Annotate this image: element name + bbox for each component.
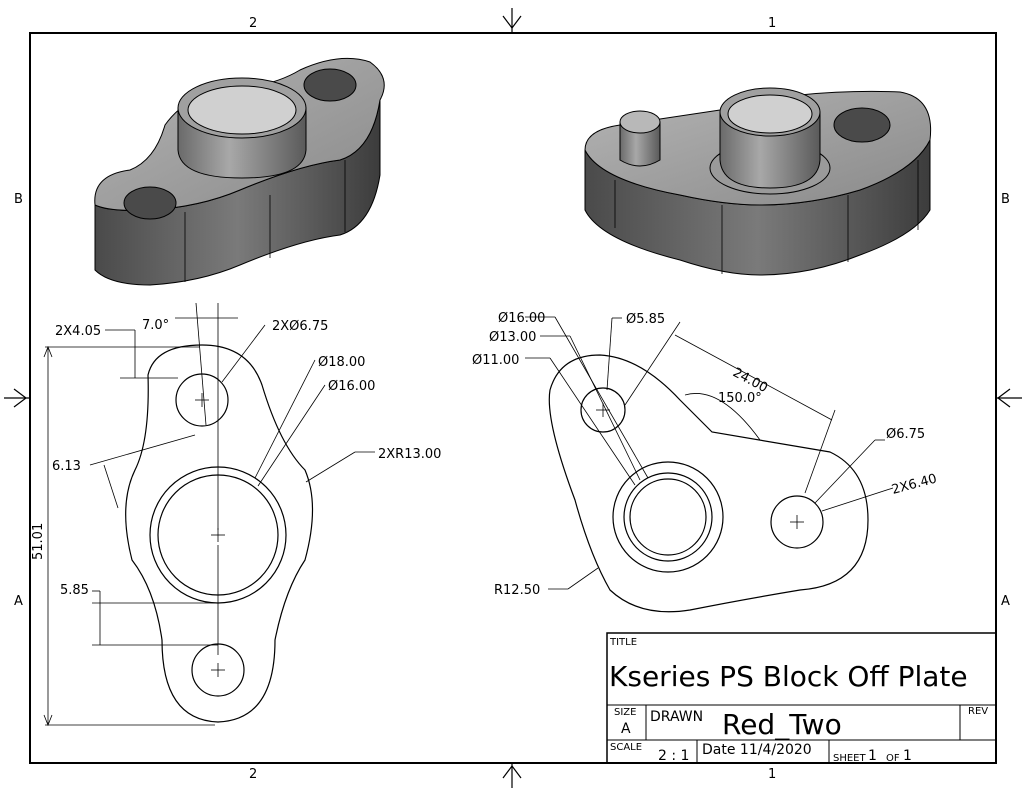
iso-left-boss-bore [187,85,297,135]
iso-view-right [584,87,932,276]
dim-od16: Ø16.00 [328,379,375,394]
right-center-marks [596,403,804,529]
right-hole [770,495,824,549]
scale-label: SCALE [610,742,642,753]
iso-left-hole-1 [123,186,177,220]
title-label: TITLE [609,637,637,648]
dim-150: 150.0° [718,391,762,406]
centering-arrow-bottom [502,763,522,788]
iso-view-left [94,57,385,286]
dim-d675: Ø6.75 [886,427,925,442]
drawn-value: Red_Two [722,708,842,741]
left-outline [125,344,314,723]
title-block [606,632,997,764]
zone-label-left-b: B [14,192,23,207]
zone-label-left-a: A [14,594,23,609]
zone-label-bottom-2: 2 [249,767,257,782]
iso-right-pin-top [619,110,661,134]
dim-d585: Ø5.85 [626,312,665,327]
size-label: SIZE [614,707,636,718]
scale-value: 2 : 1 [658,748,689,764]
rev-label: REV [968,706,988,717]
dim-613: 6.13 [52,459,81,474]
dim-angle-7: 7.0° [142,318,169,333]
right-dimension-lines [525,316,894,590]
ortho-view-left: 2X4.05 7.0° 2XØ6.75 Ø18.00 Ø16.00 6.13 2… [31,302,441,727]
iso-right-boss-bore [727,94,813,134]
dim-r1250: R12.50 [494,583,540,598]
dim-d13: Ø13.00 [489,330,536,345]
zone-label-right-a: A [1001,594,1010,609]
of-label: OF [886,753,900,764]
dim-640: 2X6.40 [890,471,938,497]
right-bore-3 [629,478,707,556]
ortho-view-right: Ø16.00 Ø13.00 Ø11.00 Ø5.85 24.00 150.0° … [472,311,939,613]
centering-arrow-top [502,8,522,33]
dim-5101: 51.01 [31,523,46,560]
size-value: A [621,721,631,737]
dim-2x405: 2X4.05 [55,324,101,339]
zone-label-top-1: 1 [768,16,776,31]
date-value: Date 11/4/2020 [702,742,812,758]
zone-label-right-b: B [1001,192,1010,207]
of-value: 1 [903,748,912,764]
iso-left-hole-2 [303,68,357,102]
iso-right-pin [619,121,661,167]
dim-od18: Ø18.00 [318,355,365,370]
right-bore-1 [612,461,724,573]
drawing-title: Kseries PS Block Off Plate [609,660,968,693]
dim-585-left: 5.85 [60,583,89,598]
centering-arrow-right [996,388,1022,408]
left-dimension-lines [43,317,375,727]
dim-2x-hole: 2XØ6.75 [272,319,328,334]
zone-label-top-2: 2 [249,16,257,31]
drawn-label: DRAWN [650,709,703,725]
right-pin-hole [580,387,626,433]
right-outline [548,354,869,613]
sheet-value: 1 [868,748,877,764]
dim-d11: Ø11.00 [472,353,519,368]
dim-d16: Ø16.00 [498,311,545,326]
sheet-label: SHEET [833,753,867,764]
zone-label-bottom-1: 1 [768,767,776,782]
centering-arrow-left [4,388,30,408]
iso-right-hole [833,107,891,143]
left-center-marks [195,302,225,677]
right-bore-2 [623,472,713,562]
dim-radius-13: 2XR13.00 [378,447,441,462]
